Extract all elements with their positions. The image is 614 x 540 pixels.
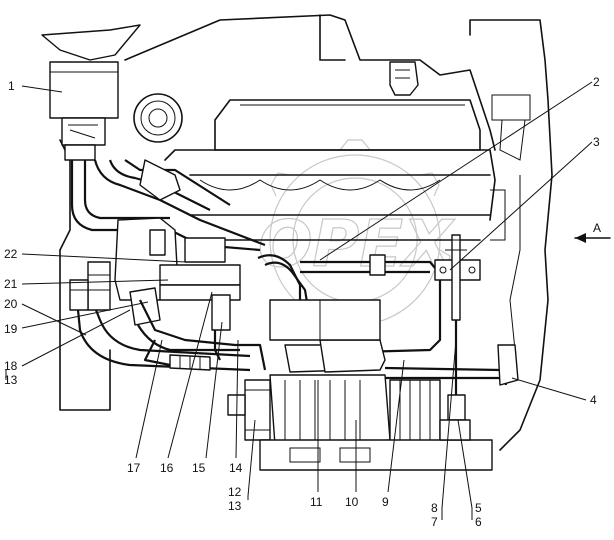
callout-16: 16 bbox=[160, 461, 174, 475]
callout-15: 15 bbox=[192, 461, 206, 475]
callout-11: 11 bbox=[310, 495, 323, 509]
callout-20: 20 bbox=[4, 297, 18, 311]
callout-7: 7 bbox=[431, 515, 438, 529]
callout-9: 9 bbox=[382, 495, 389, 509]
callout-leaders bbox=[5, 81, 593, 520]
watermark: OPEX bbox=[257, 139, 456, 326]
arrow-left-icon bbox=[575, 233, 586, 243]
callout-8: 8 bbox=[431, 501, 438, 515]
callout-10: 10 bbox=[345, 495, 359, 509]
lower-compressor bbox=[227, 374, 493, 471]
callout-22: 22 bbox=[4, 247, 18, 261]
callout-labels: 1 2 3 4 5 6 7 8 9 10 11 12 13 13 14 15 1… bbox=[4, 75, 600, 529]
callout-18: 18 bbox=[4, 359, 18, 373]
callout-19: 19 bbox=[4, 322, 18, 336]
coolant-hoses bbox=[76, 299, 267, 372]
air-intake-housing bbox=[41, 24, 141, 161]
callout-13-lower: 13 bbox=[228, 499, 242, 513]
callout-4: 4 bbox=[590, 393, 597, 407]
view-arrow-label: A bbox=[593, 221, 601, 235]
callout-3: 3 bbox=[593, 135, 600, 149]
callout-13-left: 13 bbox=[4, 373, 18, 387]
callout-2: 2 bbox=[593, 75, 600, 89]
callout-6: 6 bbox=[475, 515, 482, 529]
callout-5: 5 bbox=[475, 501, 482, 515]
turbocharger bbox=[69, 217, 179, 326]
callout-1: 1 bbox=[8, 79, 15, 93]
callout-21: 21 bbox=[4, 277, 18, 291]
view-arrow-a: A bbox=[574, 221, 611, 243]
callout-17: 17 bbox=[127, 461, 141, 475]
callout-12: 12 bbox=[228, 485, 242, 499]
engine-block bbox=[59, 14, 553, 451]
callout-14: 14 bbox=[229, 461, 243, 475]
